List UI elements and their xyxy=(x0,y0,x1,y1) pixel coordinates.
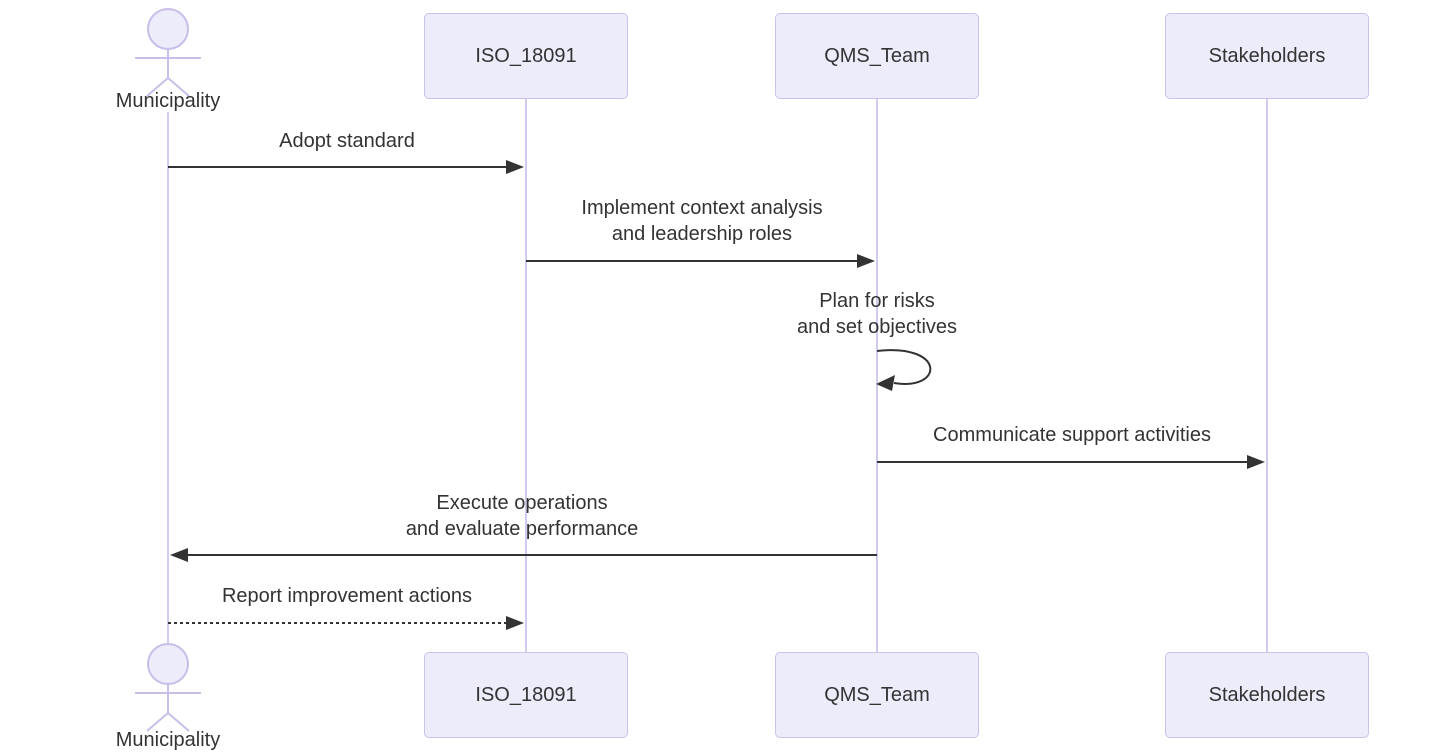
participant-label: Stakeholders xyxy=(1208,683,1326,706)
message-text-communicate-support-activities: Communicate support activities xyxy=(933,424,1211,446)
message-text-implement-context-analysis: Implement context analysis and leadershi… xyxy=(581,197,823,245)
arrow-execute-operations xyxy=(170,548,877,562)
participant-label: QMS_Team xyxy=(824,44,930,67)
actor-icon-municipality-top xyxy=(135,8,201,97)
participant-label: Stakeholders xyxy=(1208,44,1326,67)
arrow-implement-context-analysis xyxy=(526,254,875,268)
actor-label-municipality-bottom: Municipality xyxy=(115,729,221,751)
actor-label-municipality-top: Municipality xyxy=(115,90,221,112)
arrow-adopt-standard xyxy=(168,160,524,174)
participant-box-qms-team-bottom: QMS_Team xyxy=(775,652,979,738)
participant-box-iso-18091-top: ISO_18091 xyxy=(424,13,628,99)
arrow-report-improvement-actions xyxy=(168,616,524,630)
arrow-communicate-support-activities xyxy=(877,455,1265,469)
message-text-adopt-standard: Adopt standard xyxy=(279,130,415,152)
message-text-execute-operations: Execute operations and evaluate performa… xyxy=(405,492,639,540)
participant-label: QMS_Team xyxy=(824,683,930,706)
participant-box-iso-18091-bottom: ISO_18091 xyxy=(424,652,628,738)
participant-label: ISO_18091 xyxy=(475,44,577,67)
participant-box-stakeholders-bottom: Stakeholders xyxy=(1165,652,1369,738)
message-text-plan-for-risks: Plan for risks and set objectives xyxy=(796,290,958,338)
participant-box-stakeholders-top: Stakeholders xyxy=(1165,13,1369,99)
participant-box-qms-team-top: QMS_Team xyxy=(775,13,979,99)
message-text-report-improvement-actions: Report improvement actions xyxy=(221,585,473,607)
actor-icon-municipality-bottom xyxy=(135,643,201,732)
participant-label: ISO_18091 xyxy=(475,683,577,706)
arrow-plan-for-risks-self-loop xyxy=(876,349,932,391)
